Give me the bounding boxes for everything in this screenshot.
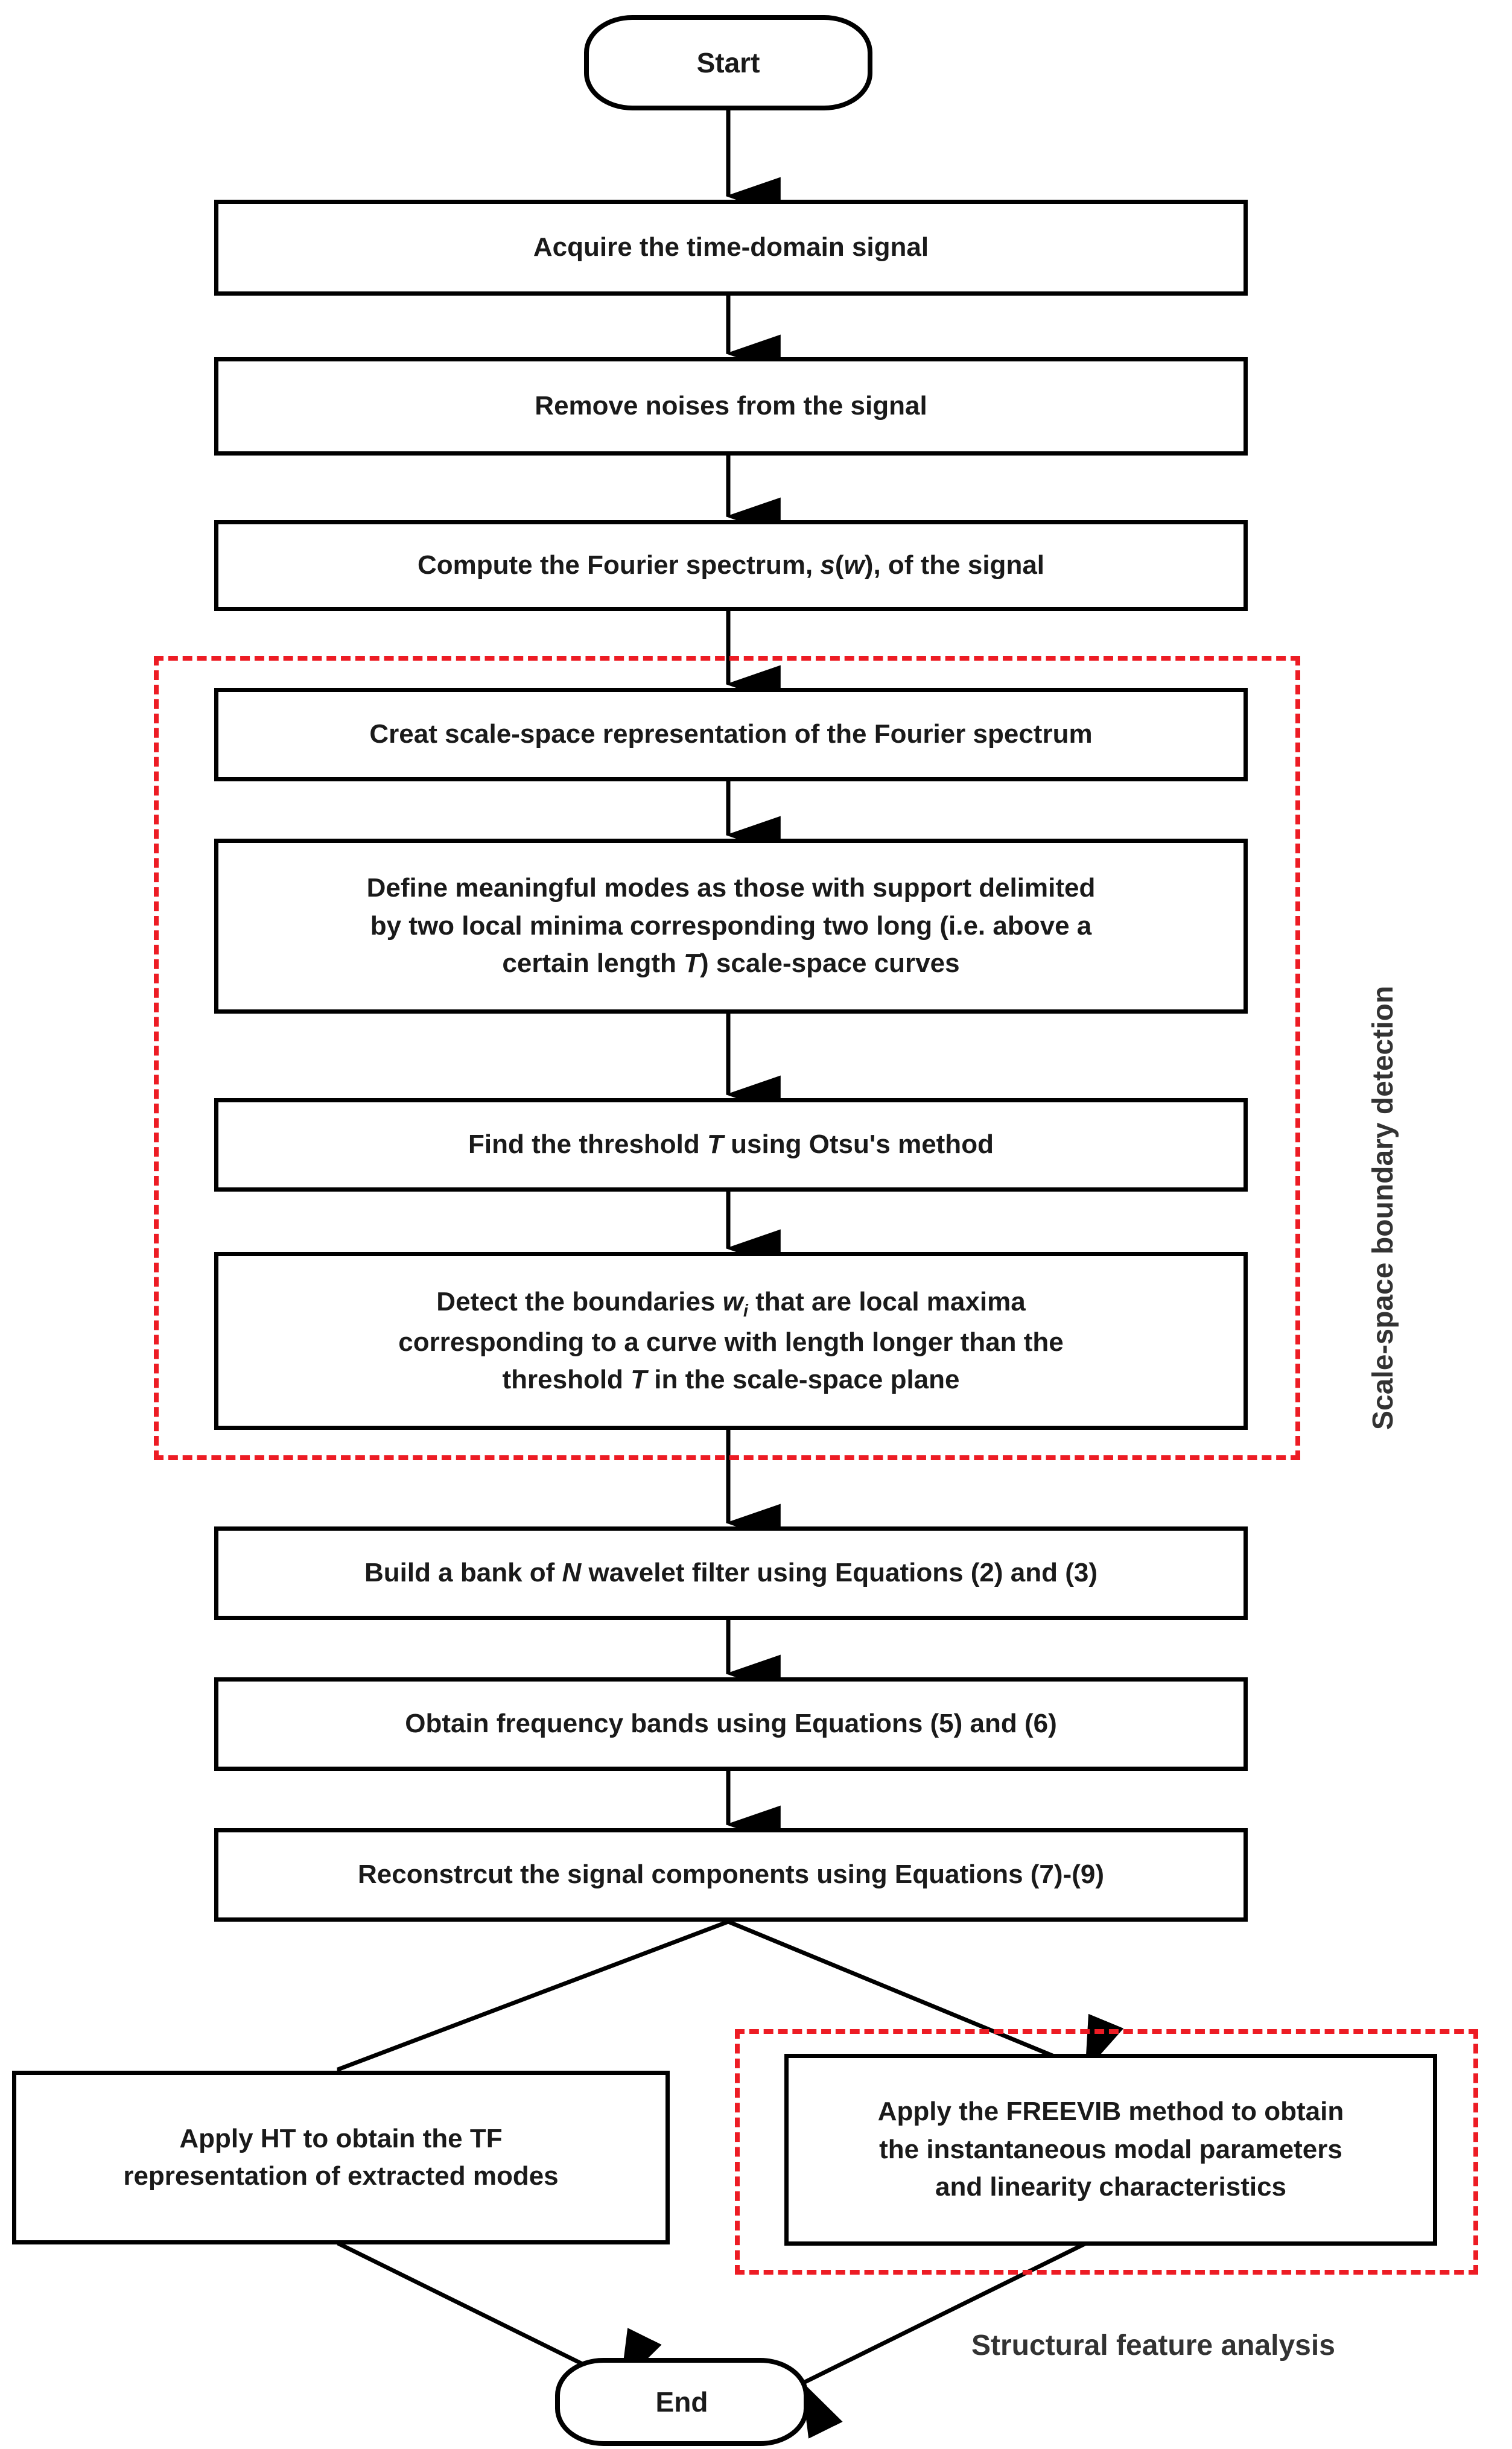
- detect-symbol-w: w: [722, 1286, 743, 1317]
- node-compute-fourier-spectrum-label: Compute the Fourier spectrum, s(w), of t…: [418, 547, 1044, 584]
- node-find-threshold-otsu-label: Find the threshold T using Otsu's method: [468, 1126, 994, 1163]
- node-apply-freevib[interactable]: Apply the FREEVIB method to obtain the i…: [784, 2054, 1437, 2246]
- fourier-paren-open: (: [834, 550, 844, 580]
- apply-ht-line-2: representation of extracted modes: [123, 2161, 559, 2191]
- define-line-1: Define meaningful modes as those with su…: [366, 873, 1096, 903]
- detect-line-2: corresponding to a curve with length lon…: [398, 1327, 1064, 1357]
- define-line-2: by two local minima corresponding two lo…: [370, 910, 1092, 941]
- node-start-label: Start: [696, 47, 760, 78]
- freevib-line-3: and linearity characteristics: [935, 2172, 1287, 2202]
- edge-reconstruct-freevib: [727, 1919, 1124, 2072]
- node-remove-noises-label: Remove noises from the signal: [535, 391, 927, 421]
- node-obtain-frequency-bands[interactable]: Obtain frequency bands using Equations (…: [214, 1677, 1248, 1771]
- node-reconstruct-components[interactable]: Reconstrcut the signal components using …: [214, 1828, 1248, 1922]
- define-line3-post: ) scale-space curves: [700, 948, 960, 979]
- node-compute-fourier-spectrum[interactable]: Compute the Fourier spectrum, s(w), of t…: [214, 520, 1248, 611]
- fourier-paren-close: ): [864, 550, 874, 580]
- node-reconstruct-components-label: Reconstrcut the signal components using …: [358, 1860, 1104, 1890]
- node-define-meaningful-modes[interactable]: Define meaningful modes as those with su…: [214, 839, 1248, 1014]
- detect-symbol-i: i: [743, 1301, 748, 1321]
- structural-feature-group-label: Structural feature analysis: [971, 2330, 1335, 2362]
- fourier-text-b: , of the signal: [873, 550, 1045, 580]
- threshold-post: using Otsu's method: [723, 1129, 994, 1160]
- node-build-wavelet-bank[interactable]: Build a bank of N wavelet filter using E…: [214, 1526, 1248, 1620]
- node-create-scale-space[interactable]: Creat scale-space representation of the …: [214, 688, 1248, 781]
- detect-symbol-T: T: [631, 1365, 647, 1395]
- wavelet-pre: Build a bank of: [364, 1558, 562, 1588]
- threshold-pre: Find the threshold: [468, 1129, 708, 1160]
- node-obtain-frequency-bands-label: Obtain frequency bands using Equations (…: [405, 1709, 1057, 1739]
- threshold-symbol-T: T: [707, 1129, 723, 1160]
- node-apply-ht-label: Apply HT to obtain the TF representation…: [123, 2120, 558, 2196]
- node-define-meaningful-modes-label: Define meaningful modes as those with su…: [367, 869, 1096, 982]
- edge-freevib-end: [801, 2241, 1087, 2439]
- detect-line-3: threshold T in the scale-space plane: [398, 1361, 1064, 1399]
- node-end-label: End: [655, 2386, 708, 2418]
- fourier-symbol-w: w: [843, 550, 865, 580]
- node-create-scale-space-label: Creat scale-space representation of the …: [369, 719, 1093, 749]
- detect-line3-pre: threshold: [502, 1365, 631, 1395]
- wavelet-symbol-N: N: [562, 1558, 582, 1588]
- node-apply-freevib-label: Apply the FREEVIB method to obtain the i…: [878, 2093, 1344, 2206]
- detect-line-1: Detect the boundaries wi that are local …: [398, 1283, 1064, 1324]
- fourier-symbol-s: s: [820, 550, 835, 580]
- node-acquire-signal-label: Acquire the time-domain signal: [533, 232, 929, 262]
- node-detect-boundaries-label: Detect the boundaries wi that are local …: [398, 1283, 1064, 1399]
- detect-line3-post: in the scale-space plane: [647, 1365, 960, 1395]
- node-build-wavelet-bank-label: Build a bank of N wavelet filter using E…: [364, 1554, 1097, 1592]
- wavelet-post: wavelet filter using Equations (2) and (…: [581, 1558, 1098, 1588]
- node-acquire-signal[interactable]: Acquire the time-domain signal: [214, 200, 1248, 296]
- define-line3-pre: certain length: [502, 948, 684, 979]
- define-line-3: certain length T) scale-space curves: [367, 945, 1096, 982]
- node-start[interactable]: Start: [584, 15, 872, 110]
- freevib-line-1: Apply the FREEVIB method to obtain: [877, 2097, 1344, 2127]
- define-symbol-T: T: [684, 948, 700, 979]
- apply-ht-line-1: Apply HT to obtain the TF: [179, 2123, 503, 2153]
- detect-line1-pre: Detect the boundaries: [436, 1286, 723, 1317]
- detect-line1-post: that are local maxima: [748, 1286, 1026, 1317]
- node-end[interactable]: End: [555, 2358, 808, 2446]
- scale-space-group-label: Scale-space boundary detection: [1367, 985, 1399, 1430]
- freevib-line-2: the instantaneous modal parameters: [879, 2134, 1342, 2164]
- node-remove-noises[interactable]: Remove noises from the signal: [214, 357, 1248, 456]
- node-find-threshold-otsu[interactable]: Find the threshold T using Otsu's method: [214, 1098, 1248, 1192]
- node-detect-boundaries[interactable]: Detect the boundaries wi that are local …: [214, 1252, 1248, 1430]
- fourier-text-a: Compute the Fourier spectrum,: [417, 550, 821, 580]
- node-apply-ht[interactable]: Apply HT to obtain the TF representation…: [12, 2071, 670, 2244]
- edge-reconstruct-ht: [337, 1919, 729, 2126]
